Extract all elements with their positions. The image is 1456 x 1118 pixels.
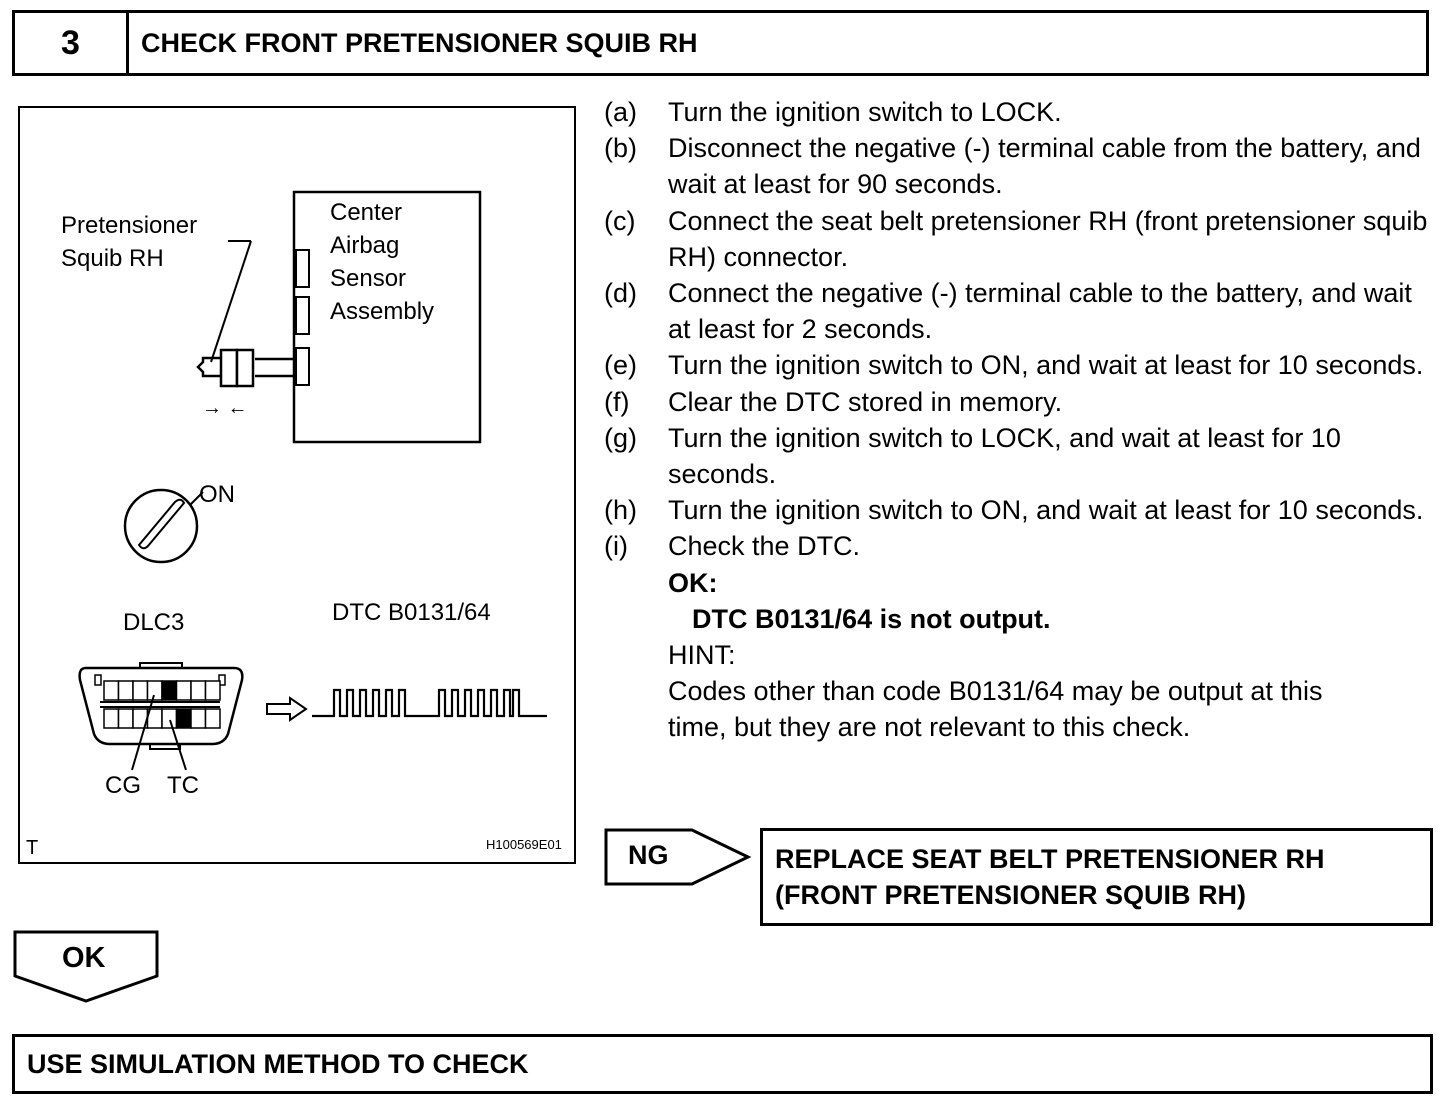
dlc3-pin: [117, 708, 134, 729]
ecu-label: Center: [330, 199, 403, 226]
dlc3-connector: [78, 666, 244, 746]
step-letter: (f): [604, 386, 630, 417]
procedure-step: (f) Clear the DTC stored in memory.: [604, 384, 1444, 420]
hint-text: Codes other than code B0131/64 may be ou…: [668, 676, 1323, 743]
step-letter: (e): [604, 350, 637, 381]
ecu-label: Airbag: [330, 232, 400, 259]
procedure-step: (d) Connect the negative (-) terminal ca…: [604, 275, 1444, 347]
procedure-step: (e) Turn the ignition switch to ON, and …: [604, 347, 1444, 383]
next-step-box: USE SIMULATION METHOD TO CHECK: [12, 1034, 1433, 1094]
dlc3-label: DLC3: [123, 609, 185, 636]
step-letter: (a): [604, 97, 637, 127]
step-header: 3 CHECK FRONT PRETENSIONER SQUIB RH: [12, 10, 1429, 76]
ok-condition-label: OK:: [668, 567, 718, 598]
step-text: Turn the ignition switch to LOCK.: [668, 97, 1062, 127]
ng-arrow-tag: [604, 828, 752, 886]
procedure-step: (a) Turn the ignition switch to LOCK.: [604, 94, 1444, 130]
ng-label: NG: [628, 840, 669, 870]
ok-condition-text: DTC B0131/64 is not output.: [692, 603, 1051, 634]
dlc3-pin: [204, 680, 221, 701]
step-text: Turn the ignition switch to LOCK, and wa…: [668, 422, 1341, 490]
dlc3-pins: [103, 680, 221, 729]
corner-mark: T: [26, 837, 39, 859]
dlc3-pin: [161, 680, 178, 701]
ng-action-line: REPLACE SEAT BELT PRETENSIONER RH: [775, 844, 1325, 874]
dlc3-pin: [204, 708, 221, 729]
step-text: Turn the ignition switch to ON, and wait…: [668, 350, 1424, 381]
step-letter: (c): [604, 205, 636, 236]
ng-action-box: REPLACE SEAT BELT PRETENSIONER RH (FRONT…: [760, 828, 1433, 926]
ng-action-line: (FRONT PRETENSIONER SQUIB RH): [775, 880, 1247, 910]
step-title: CHECK FRONT PRETENSIONER SQUIB RH: [141, 27, 698, 58]
step-number: 3: [15, 13, 129, 73]
procedure-steps: (a) Turn the ignition switch to LOCK. (b…: [604, 94, 1444, 746]
hint-label: HINT:: [668, 640, 736, 671]
ecu-label: Sensor: [330, 265, 407, 292]
step-text: Check the DTC.: [668, 531, 861, 562]
squib-plug: [196, 356, 221, 378]
ecu-slot: [295, 249, 310, 288]
procedure-step: (h) Turn the ignition switch to ON, and …: [604, 492, 1444, 528]
step-letter: (h): [604, 495, 637, 526]
dlc3-pin: [190, 708, 207, 729]
connector-half: [235, 348, 255, 388]
step-text: Turn the ignition switch to ON, and wait…: [668, 495, 1424, 526]
dlc3-pin: [103, 708, 120, 729]
connect-arrows: → ←: [202, 397, 248, 419]
ecu-label: Assembly: [330, 298, 435, 325]
wiring-illustration: Pretensioner Squib RH Center Airbag Sens…: [18, 106, 576, 864]
step-letter: (i): [604, 531, 628, 562]
dtc-waveform: [312, 688, 547, 718]
dlc3-pin: [175, 680, 192, 701]
ignition-on-label: ON: [199, 481, 235, 508]
ignition-switch: [123, 488, 199, 564]
step-text: Connect the seat belt pretensioner RH (f…: [668, 205, 1428, 272]
ok-arrow-tag: [13, 930, 159, 1003]
pretensioner-label: Pretensioner: [61, 212, 198, 239]
dlc3-pin: [190, 680, 207, 701]
ecu-box: [292, 190, 482, 444]
step-letter: (b): [604, 133, 637, 164]
step-text: Connect the negative (-) terminal cable …: [668, 278, 1412, 345]
procedure-step: (b) Disconnect the negative (-) terminal…: [604, 130, 1444, 202]
output-arrow: [266, 696, 308, 722]
dlc3-pin: [132, 680, 149, 701]
illustration-drawing: [78, 190, 547, 771]
dtc-code-label: DTC B0131/64: [332, 599, 491, 626]
dlc3-pin: [103, 680, 120, 701]
figure-id: H100569E01: [486, 837, 562, 852]
dlc3-pin: [175, 708, 192, 729]
ecu-slot: [295, 347, 310, 386]
step-letter: (d): [604, 278, 637, 309]
ok-label: OK: [62, 942, 106, 974]
dlc3-pin: [146, 680, 163, 701]
tc-terminal-label: TC: [167, 772, 199, 799]
connector-half: [219, 348, 239, 388]
step-text: Clear the DTC stored in memory.: [668, 386, 1063, 417]
procedure-step: (c) Connect the seat belt pretensioner R…: [604, 203, 1444, 275]
cg-terminal-label: CG: [105, 772, 141, 799]
procedure-step: (g) Turn the ignition switch to LOCK, an…: [604, 420, 1444, 492]
step-letter: (g): [604, 422, 637, 453]
step-text: Disconnect the negative (-) terminal cab…: [668, 133, 1421, 200]
dlc3-pin: [117, 680, 134, 701]
pretensioner-label: Squib RH: [61, 245, 164, 272]
dlc3-pin: [161, 708, 178, 729]
ecu-slot: [295, 296, 310, 335]
procedure-step: (i) Check the DTC.: [604, 528, 1444, 564]
